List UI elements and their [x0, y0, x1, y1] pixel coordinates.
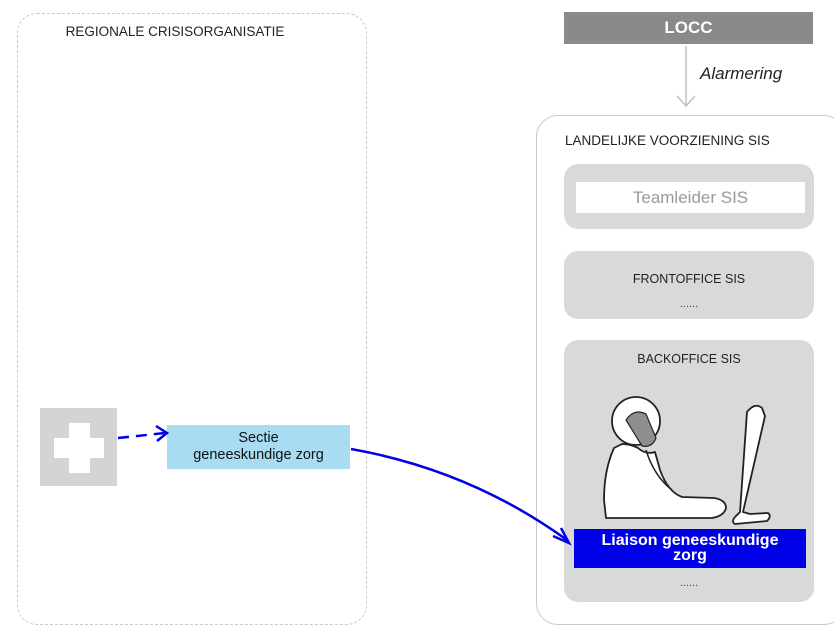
liaison-line1: Liaison geneeskundige: [601, 532, 779, 549]
frontoffice-box: [564, 251, 814, 319]
sectie-line1: Sectie: [238, 430, 279, 446]
medical-cross-icon: [40, 408, 117, 486]
cross-to-sectie-arrow: [117, 431, 166, 440]
sectie-to-liaison-arrow: [350, 447, 568, 542]
alarmering-label: Alarmering: [700, 64, 783, 83]
cross-to-sectie-arrowhead: [155, 424, 170, 442]
locc-box: LOCC: [564, 12, 813, 44]
sectie-geneeskundige-zorg-box: Sectie geneeskundige zorg: [167, 425, 350, 469]
alarmering-arrowhead: [676, 95, 696, 108]
liaison-geneeskundige-zorg-box: Liaison geneeskundige zorg: [574, 529, 806, 568]
backoffice-dots: ......: [679, 577, 699, 589]
frontoffice-dots: ......: [679, 298, 699, 310]
frontoffice-title: FRONTOFFICE SIS: [632, 272, 746, 286]
liaison-line2: zorg: [673, 547, 707, 564]
sectie-to-liaison-arrowhead: [552, 527, 572, 546]
regional-panel-title: REGIONALE CRISISORGANISATIE: [65, 24, 285, 39]
teamleider-label: Teamleider SIS: [576, 182, 805, 213]
sectie-line2: geneeskundige zorg: [193, 447, 324, 463]
backoffice-title: BACKOFFICE SIS: [637, 352, 741, 366]
national-panel-title: LANDELIJKE VOORZIENING SIS: [565, 133, 770, 148]
